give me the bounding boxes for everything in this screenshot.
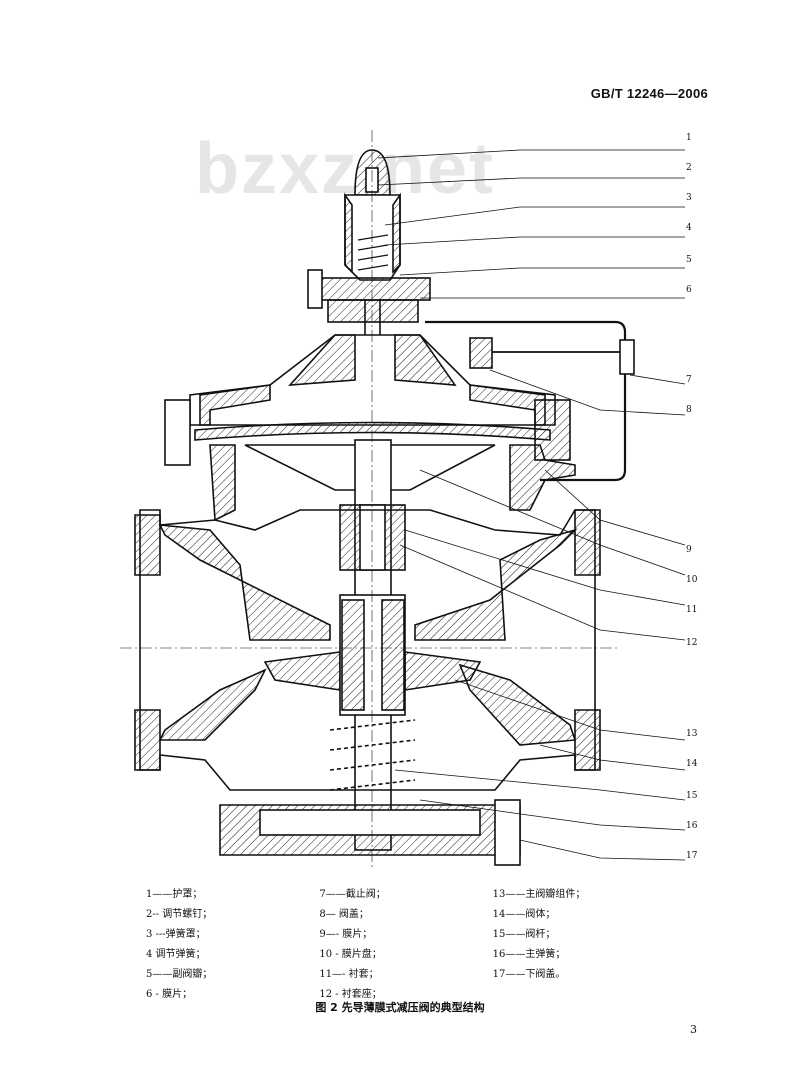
watermark: bzxz.net bbox=[195, 129, 496, 209]
callout-9: 9 bbox=[686, 545, 692, 555]
legend-item: 10 - 膜片盘； bbox=[319, 948, 382, 960]
callout-8: 8 bbox=[686, 405, 692, 415]
legend-item: 15——阀杆； bbox=[492, 928, 556, 940]
legend-item: 9—- 膜片； bbox=[319, 928, 373, 940]
callout-7: 7 bbox=[686, 375, 692, 385]
legend-item: 11—- 衬套； bbox=[319, 968, 379, 980]
legend-item: 4 调节弹簧； bbox=[146, 948, 206, 960]
legend-item: 13——主阀瓣组件； bbox=[492, 888, 586, 900]
legend-item: 2-- 调节螺钉； bbox=[146, 908, 213, 920]
legend-item: 16——主弹簧； bbox=[492, 948, 566, 960]
parts-legend: 1——护罩； 7——截止阀； 13——主阀瓣组件； 2-- 调节螺钉； 8— 阀盖； 1… bbox=[146, 882, 666, 1002]
callout-labels: 1 2 3 4 5 6 7 8 9 10 11 12 13 14 15 16 1… bbox=[686, 133, 698, 861]
standard-number-header: GB/T 12246—2006 bbox=[590, 86, 708, 101]
legend-item: 6 - 膜片； bbox=[146, 988, 193, 1000]
legend-item: 3 ---弹簧罩； bbox=[146, 928, 206, 940]
legend-item: 12 - 衬套座； bbox=[319, 988, 382, 1000]
legend-item: 5——副阀瓣； bbox=[146, 968, 213, 980]
figure-caption: 图 2 先导薄膜式减压阀的典型结构 bbox=[315, 1001, 485, 1014]
legend-item: 14——阀体； bbox=[492, 908, 556, 920]
valve-technical-drawing: 1 2 3 4 5 6 7 8 9 10 11 12 13 14 15 16 1… bbox=[120, 130, 698, 870]
legend-item: 8— 阀盖； bbox=[319, 908, 369, 920]
page-number: 3 bbox=[690, 1023, 697, 1036]
callout-3: 3 bbox=[686, 193, 692, 203]
callout-14: 14 bbox=[686, 759, 698, 769]
callout-4: 4 bbox=[686, 223, 692, 233]
callout-2: 2 bbox=[686, 163, 692, 173]
callout-11: 11 bbox=[686, 605, 697, 615]
callout-16: 16 bbox=[686, 821, 698, 831]
legend-item: 1——护罩； bbox=[146, 888, 203, 900]
callout-17: 17 bbox=[686, 851, 698, 861]
callout-6: 6 bbox=[686, 285, 692, 295]
callout-13: 13 bbox=[686, 729, 698, 739]
callout-10: 10 bbox=[686, 575, 698, 585]
callout-12: 12 bbox=[686, 638, 697, 648]
callout-5: 5 bbox=[686, 255, 692, 265]
callout-1: 1 bbox=[686, 133, 692, 143]
callout-15: 15 bbox=[686, 791, 698, 801]
legend-item: 7——截止阀； bbox=[319, 888, 386, 900]
legend-item: 17——下阀盖。 bbox=[492, 968, 566, 980]
